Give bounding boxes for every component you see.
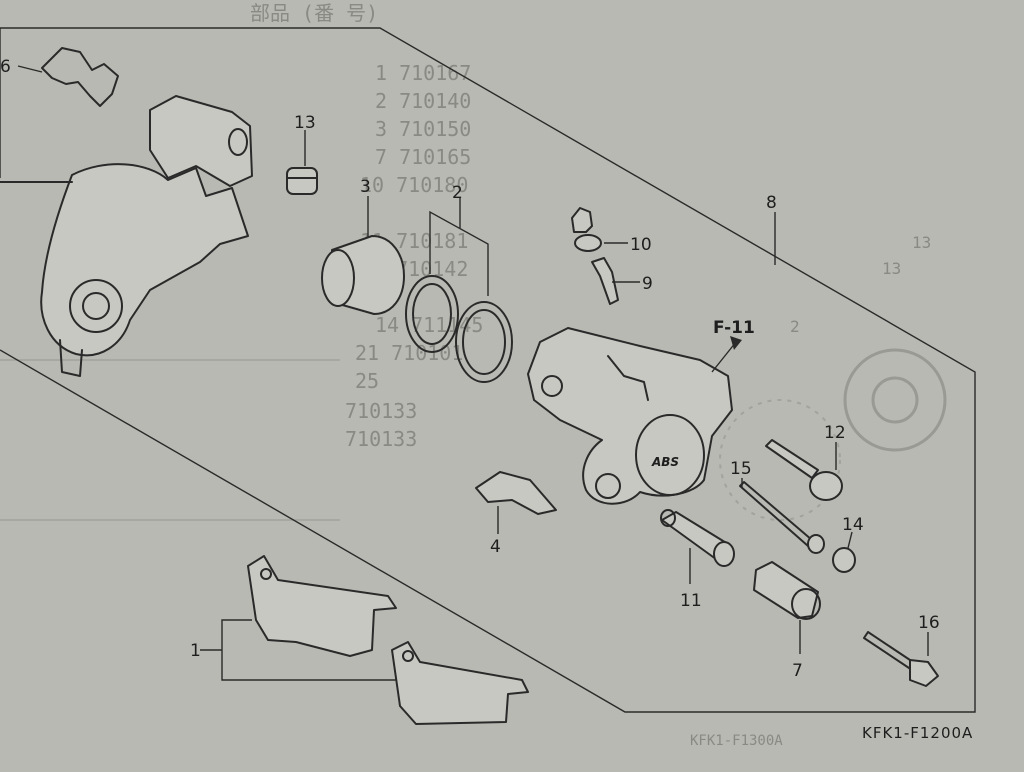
piston-seal-part <box>405 198 513 383</box>
callout-labels: 1 2 3 4 6 7 8 9 10 11 12 13 14 15 16 <box>0 57 940 681</box>
ghost-header: 部品 (番 号) <box>250 1 378 25</box>
ghost-row: 2 710140 <box>375 89 471 113</box>
assembly-frame <box>0 27 976 713</box>
callout-14: 14 <box>842 515 864 535</box>
pad-spring-part <box>17 47 119 107</box>
frame-reference-label: F-11 <box>713 318 755 338</box>
brake-pads-part <box>200 555 529 725</box>
callout-1: 1 <box>190 641 201 661</box>
ghost-row: 1 710167 <box>375 61 471 85</box>
callout-6: 6 <box>0 57 11 77</box>
callout-3: 3 <box>360 177 371 197</box>
ghost-row: 21 710101 <box>355 341 463 365</box>
bleeder-valve-part <box>571 207 640 305</box>
ghost-disc-hub <box>871 376 919 424</box>
pin-bolt-part <box>765 439 843 501</box>
ghost-row: 3 710150 <box>375 117 471 141</box>
callout-4: 4 <box>490 537 501 557</box>
callout-2: 2 <box>452 183 463 203</box>
sleeve-part <box>660 509 735 584</box>
ghost-callout: 13 <box>882 259 901 278</box>
callout-8: 8 <box>766 193 777 213</box>
ghost-row: 710133 <box>345 399 417 423</box>
ghost-row: 7 710165 <box>375 145 471 169</box>
ghost-row: 710133 <box>345 427 417 451</box>
callout-7: 7 <box>792 661 803 681</box>
ghost-footer-code: KFK1-F1300A <box>690 733 783 749</box>
piston-part <box>321 196 405 315</box>
mounting-bolt-part <box>863 631 939 687</box>
bleeder-cap-part <box>286 130 318 195</box>
caliper-bracket-part <box>0 95 253 377</box>
callout-12: 12 <box>824 423 846 443</box>
figure-code: KFK1-F1200A <box>862 724 973 742</box>
ghost-row: 25 <box>355 369 379 393</box>
ghost-row: 10 710180 <box>360 173 468 197</box>
ghost-callout: 2 <box>790 317 800 336</box>
callout-9: 9 <box>642 274 653 294</box>
callout-10: 10 <box>630 235 652 255</box>
pin-part <box>739 478 825 554</box>
ghost-callout: 13 <box>912 233 931 252</box>
callout-15: 15 <box>730 459 752 479</box>
callout-16: 16 <box>918 613 940 633</box>
callout-13: 13 <box>294 113 316 133</box>
abs-stamp: ABS <box>651 455 679 469</box>
boot-part <box>753 561 821 654</box>
pad-retainer-part <box>475 471 557 534</box>
bleed-through-text: 部品 (番 号) 1 710167 2 710140 3 710150 7 71… <box>0 1 947 749</box>
nut-part <box>832 531 856 573</box>
callout-11: 11 <box>680 591 702 611</box>
caliper-body-part: ABS <box>527 327 742 505</box>
ghost-disc-shape <box>843 348 947 452</box>
ghost-rotor-shape <box>719 399 841 521</box>
